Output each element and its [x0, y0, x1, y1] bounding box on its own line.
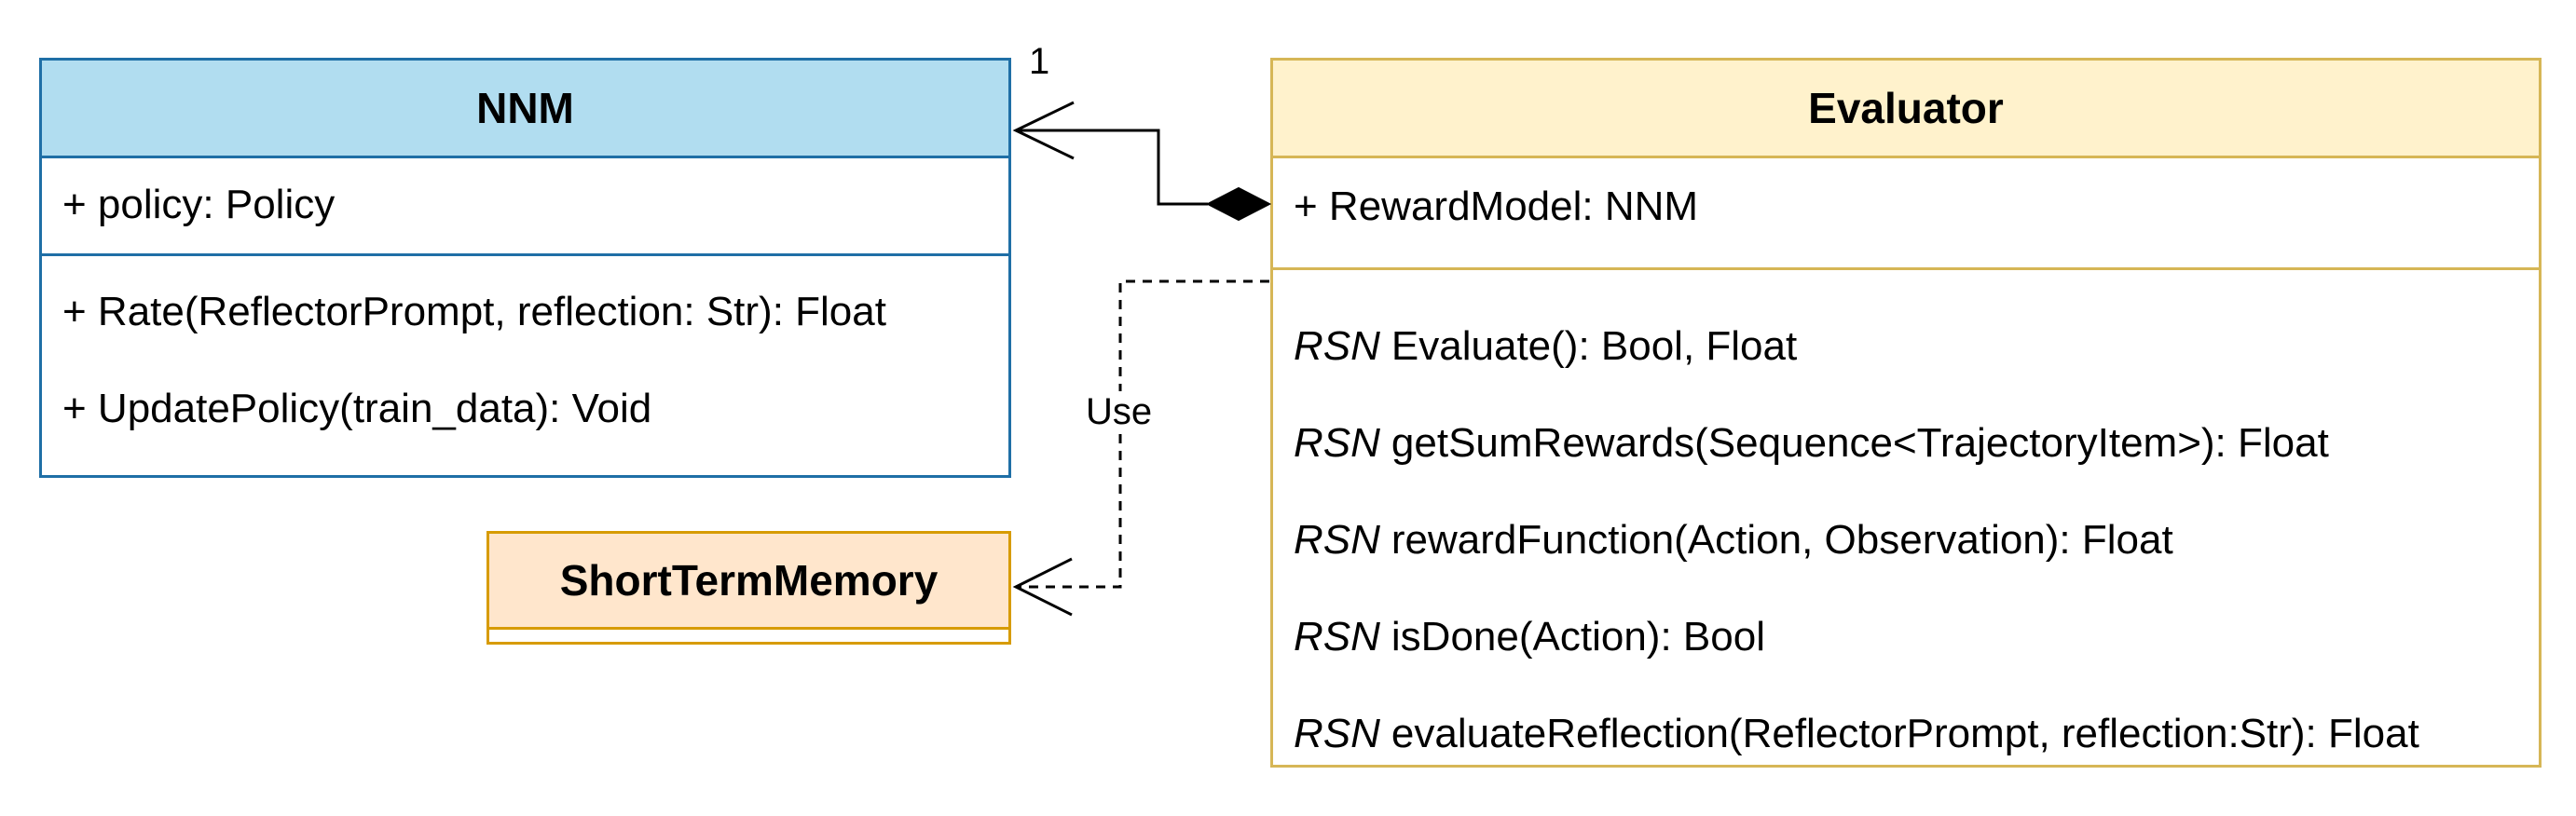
method-signature: rewardFunction(Action, Observation): Flo… [1391, 517, 2173, 563]
method-signature: evaluateReflection(ReflectorPrompt, refl… [1391, 711, 2419, 756]
multiplicity-label: 1 [1029, 41, 1050, 82]
composition-edge[interactable] [1012, 101, 1272, 222]
method-stereotype: RSN [1294, 711, 1380, 756]
nnm-methods: + Rate(ReflectorPrompt, reflection: Str)… [42, 256, 1008, 457]
nnm-method: + Rate(ReflectorPrompt, reflection: Str)… [62, 289, 886, 334]
composition-diamond-icon [1205, 186, 1272, 222]
method-stereotype: RSN [1294, 614, 1380, 660]
evaluator-methods: RSN Evaluate(): Bool, Float RSN getSumRe… [1273, 270, 2539, 782]
nnm-attribute: + policy: Policy [62, 182, 336, 227]
nnm-attributes: + policy: Policy [42, 158, 1008, 256]
class-name-short-term-memory: ShortTermMemory [489, 534, 1008, 630]
class-nnm[interactable]: NNM + policy: Policy + Rate(ReflectorPro… [39, 58, 1011, 478]
evaluator-method: RSN rewardFunction(Action, Observation):… [1273, 492, 2539, 589]
method-stereotype: RSN [1294, 420, 1380, 466]
method-stereotype: RSN [1294, 323, 1380, 369]
nnm-method: + UpdatePolicy(train_data): Void [62, 386, 652, 431]
class-evaluator[interactable]: Evaluator + RewardModel: NNM RSN Evaluat… [1270, 58, 2542, 768]
evaluator-method: RSN getSumRewards(Sequence<TrajectoryIte… [1273, 395, 2539, 492]
dependency-label: Use [1082, 391, 1157, 433]
class-name-evaluator: Evaluator [1273, 61, 2539, 158]
evaluator-method: RSN Evaluate(): Bool, Float [1273, 298, 2539, 395]
evaluator-method: RSN evaluateReflection(ReflectorPrompt, … [1273, 686, 2539, 782]
dependency-edge[interactable] [1012, 279, 1269, 617]
open-arrowhead-icon [1012, 557, 1073, 617]
open-arrowhead-icon [1012, 101, 1075, 160]
method-stereotype: RSN [1294, 517, 1380, 563]
class-name-nnm: NNM [42, 61, 1008, 158]
method-signature: getSumRewards(Sequence<TrajectoryItem>):… [1391, 420, 2329, 466]
class-short-term-memory[interactable]: ShortTermMemory [486, 531, 1011, 645]
method-signature: Evaluate(): Bool, Float [1391, 323, 1798, 369]
evaluator-method: RSN isDone(Action): Bool [1273, 589, 2539, 686]
method-signature: isDone(Action): Bool [1391, 614, 1765, 660]
evaluator-attributes: + RewardModel: NNM [1273, 158, 2539, 270]
evaluator-attribute: + RewardModel: NNM [1294, 184, 1699, 229]
